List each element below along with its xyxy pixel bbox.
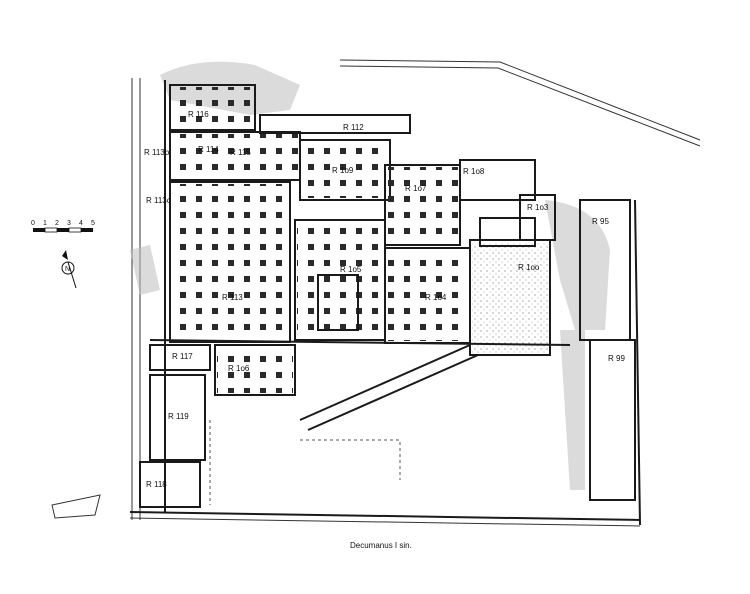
label-r112: R 112 bbox=[343, 123, 364, 132]
label-r106: R 1o6 bbox=[228, 364, 250, 373]
room-block-r107 bbox=[384, 164, 461, 246]
scale-tick-1: 1 bbox=[43, 220, 47, 227]
label-r99: R 99 bbox=[608, 354, 625, 363]
label-r109: R 1o9 bbox=[332, 166, 354, 175]
room-block-r113 bbox=[169, 181, 291, 343]
label-r114: R 114 bbox=[198, 145, 219, 154]
stair-outline bbox=[51, 494, 101, 519]
label-r103: R 1o3 bbox=[527, 203, 549, 212]
street-label: Decumanus I sin. bbox=[350, 541, 412, 550]
scale-bar: 0 1 2 3 4 5 bbox=[31, 220, 95, 233]
room-block-r106 bbox=[214, 344, 296, 396]
north-arrow-icon: N bbox=[61, 250, 77, 289]
room-block-r117 bbox=[149, 344, 211, 371]
scale-tick-4: 4 bbox=[79, 220, 83, 227]
room-labels: R 116 R 115 R 114 R 113b R 113c R 113 R … bbox=[144, 110, 625, 489]
south-wall bbox=[129, 511, 641, 521]
scale-tick-5: 5 bbox=[91, 220, 95, 227]
label-r113c: R 113c bbox=[146, 196, 171, 205]
label-r100: R 1oo bbox=[518, 263, 540, 272]
label-r117: R 117 bbox=[172, 352, 193, 361]
room-block-r112 bbox=[259, 114, 411, 134]
label-r95: R 95 bbox=[592, 217, 609, 226]
room-block-r104 bbox=[384, 247, 471, 344]
label-r119: R 119 bbox=[168, 412, 189, 421]
label-r108: R 1o8 bbox=[463, 167, 485, 176]
scale-tick-3: 3 bbox=[67, 220, 71, 227]
room-block-r116 bbox=[169, 84, 256, 131]
label-r118: R 118 bbox=[146, 480, 167, 489]
label-r116: R 116 bbox=[188, 110, 209, 119]
room-block-r100 bbox=[469, 217, 551, 356]
room-block-r118 bbox=[139, 461, 201, 508]
room-block-r99 bbox=[589, 339, 636, 501]
room-block-r108 bbox=[459, 159, 536, 201]
room-block-r114 bbox=[169, 131, 301, 181]
room-block-r105 bbox=[294, 219, 386, 341]
north-arrow-label: N bbox=[65, 266, 70, 273]
room-block-r119 bbox=[149, 374, 206, 461]
label-r113b: R 113b bbox=[144, 148, 170, 157]
scale-tick-0: 0 bbox=[31, 220, 35, 227]
scale-tick-2: 2 bbox=[55, 220, 59, 227]
label-r115: R 115 bbox=[230, 148, 251, 157]
diagonal-wall bbox=[299, 344, 471, 421]
label-r104: R 1o4 bbox=[425, 293, 447, 302]
room-block-r103 bbox=[519, 194, 556, 241]
label-r105: R 1o5 bbox=[340, 265, 362, 274]
label-r107: R 1o7 bbox=[405, 184, 427, 193]
label-r113: R 113 bbox=[222, 293, 243, 302]
